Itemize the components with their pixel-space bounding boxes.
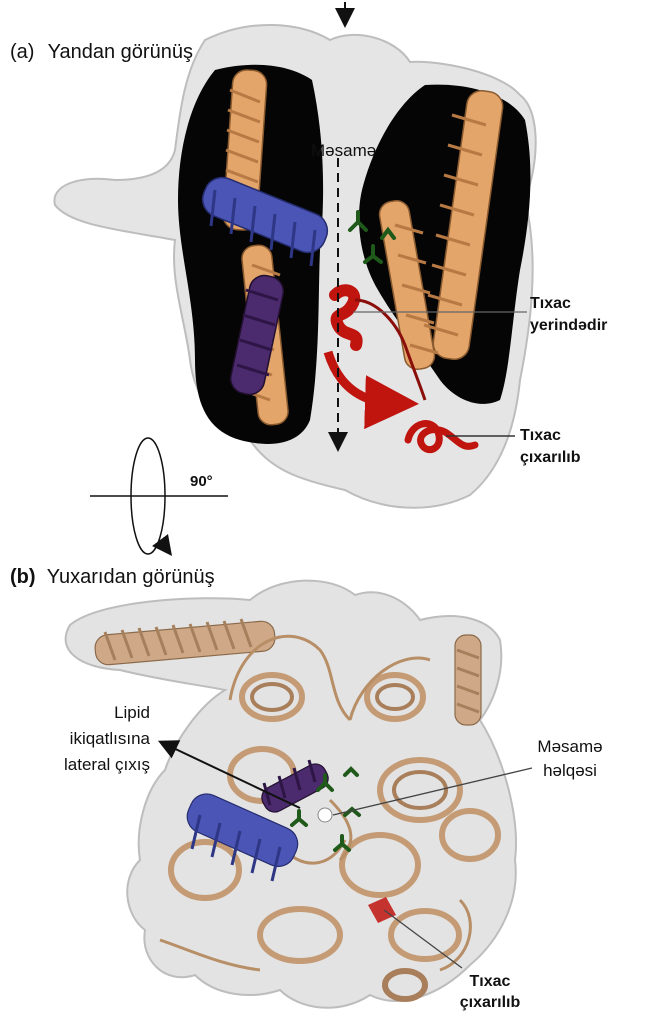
pore-ring-line2: həlqəsi [543, 761, 597, 780]
plug-removed-b-line2: çıxarılıb [460, 994, 521, 1011]
plug-in-place-line1: Tıxac [530, 295, 571, 312]
rotation-90-symbol: 90° [90, 438, 228, 554]
panel-a-side-view: (a) Yandan görünüş Məsamə Tıxac yerindəd… [10, 2, 607, 508]
panel-a-letter: (a) [10, 41, 34, 63]
lateral-exit-line3: lateral çıxış [64, 755, 150, 774]
lateral-exit-line1: Lipid [114, 703, 150, 722]
panel-b-top-view: (b) Yuxarıdan görünüş Lipid ikiqatlısına… [10, 566, 603, 1011]
plug-in-place-line2: yerindədir [530, 317, 607, 334]
plug-removed-b-line1: Tıxac [470, 973, 511, 990]
plug-removed-a-line2: çıxarılıb [520, 449, 581, 466]
rotation-angle: 90° [190, 473, 213, 490]
pore-ring-line1: Məsamə [537, 737, 602, 756]
pore-label: Məsamə [311, 141, 376, 160]
lateral-exit-line2: ikiqatlısına [70, 729, 151, 748]
plug-removed-a-line1: Tıxac [520, 427, 561, 444]
panel-b-title-text: Yuxarıdan görünüş [47, 566, 215, 588]
panel-a-title: (a) Yandan görünüş [10, 41, 193, 63]
helix-right-edge [455, 635, 481, 725]
panel-a-title-text: Yandan görünüş [48, 41, 193, 63]
pore-opening [318, 808, 332, 822]
panel-b-letter: (b) [10, 566, 36, 588]
panel-b-title: (b) Yuxarıdan görünüş [10, 566, 215, 588]
